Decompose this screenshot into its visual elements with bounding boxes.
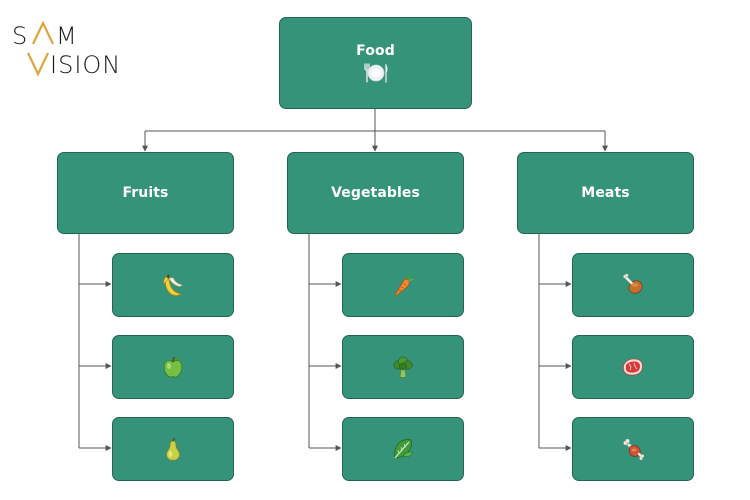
- logo-letters-ision: ISION: [50, 51, 121, 78]
- pear-icon: [165, 437, 181, 461]
- steak-icon: [622, 358, 643, 376]
- root-node-food[interactable]: Food: [279, 17, 472, 109]
- category-label-fruits: Fruits: [122, 185, 169, 201]
- meat-on-bone-icon: [623, 438, 645, 461]
- plate-cutlery-icon: [363, 62, 388, 82]
- logo-line-2: ISION: [27, 51, 121, 78]
- category-node-fruits[interactable]: Fruits: [57, 152, 234, 234]
- leaf-node-pear[interactable]: [112, 417, 234, 481]
- logo-v-mark: [27, 52, 49, 77]
- category-node-vegetables[interactable]: Vegetables: [287, 152, 464, 234]
- leafy-greens-icon: [394, 438, 414, 459]
- logo-letter-m: M: [56, 22, 77, 50]
- banana-icon: [163, 274, 183, 296]
- carrot-icon: [395, 274, 414, 296]
- category-label-meats: Meats: [581, 185, 630, 201]
- root-node-label: Food: [356, 42, 395, 59]
- leaf-node-poultry-leg[interactable]: [572, 253, 694, 317]
- leaf-node-banana[interactable]: [112, 253, 234, 317]
- leaf-node-broccoli[interactable]: [342, 335, 464, 399]
- leaf-node-meat-on-bone[interactable]: [572, 417, 694, 481]
- sam-vision-logo: S M ISION: [12, 20, 121, 78]
- logo-a-mark: [32, 20, 54, 45]
- leaf-node-leafy-greens[interactable]: [342, 417, 464, 481]
- broccoli-icon: [393, 356, 413, 379]
- leaf-node-carrot[interactable]: [342, 253, 464, 317]
- leaf-node-steak[interactable]: [572, 335, 694, 399]
- category-node-meats[interactable]: Meats: [517, 152, 694, 234]
- green-apple-icon: [163, 356, 183, 378]
- logo-letter-s: S: [12, 22, 27, 50]
- poultry-leg-icon: [623, 273, 643, 294]
- leaf-node-green-apple[interactable]: [112, 335, 234, 399]
- logo-line-1: S M: [12, 20, 77, 50]
- category-label-vegetables: Vegetables: [331, 185, 420, 201]
